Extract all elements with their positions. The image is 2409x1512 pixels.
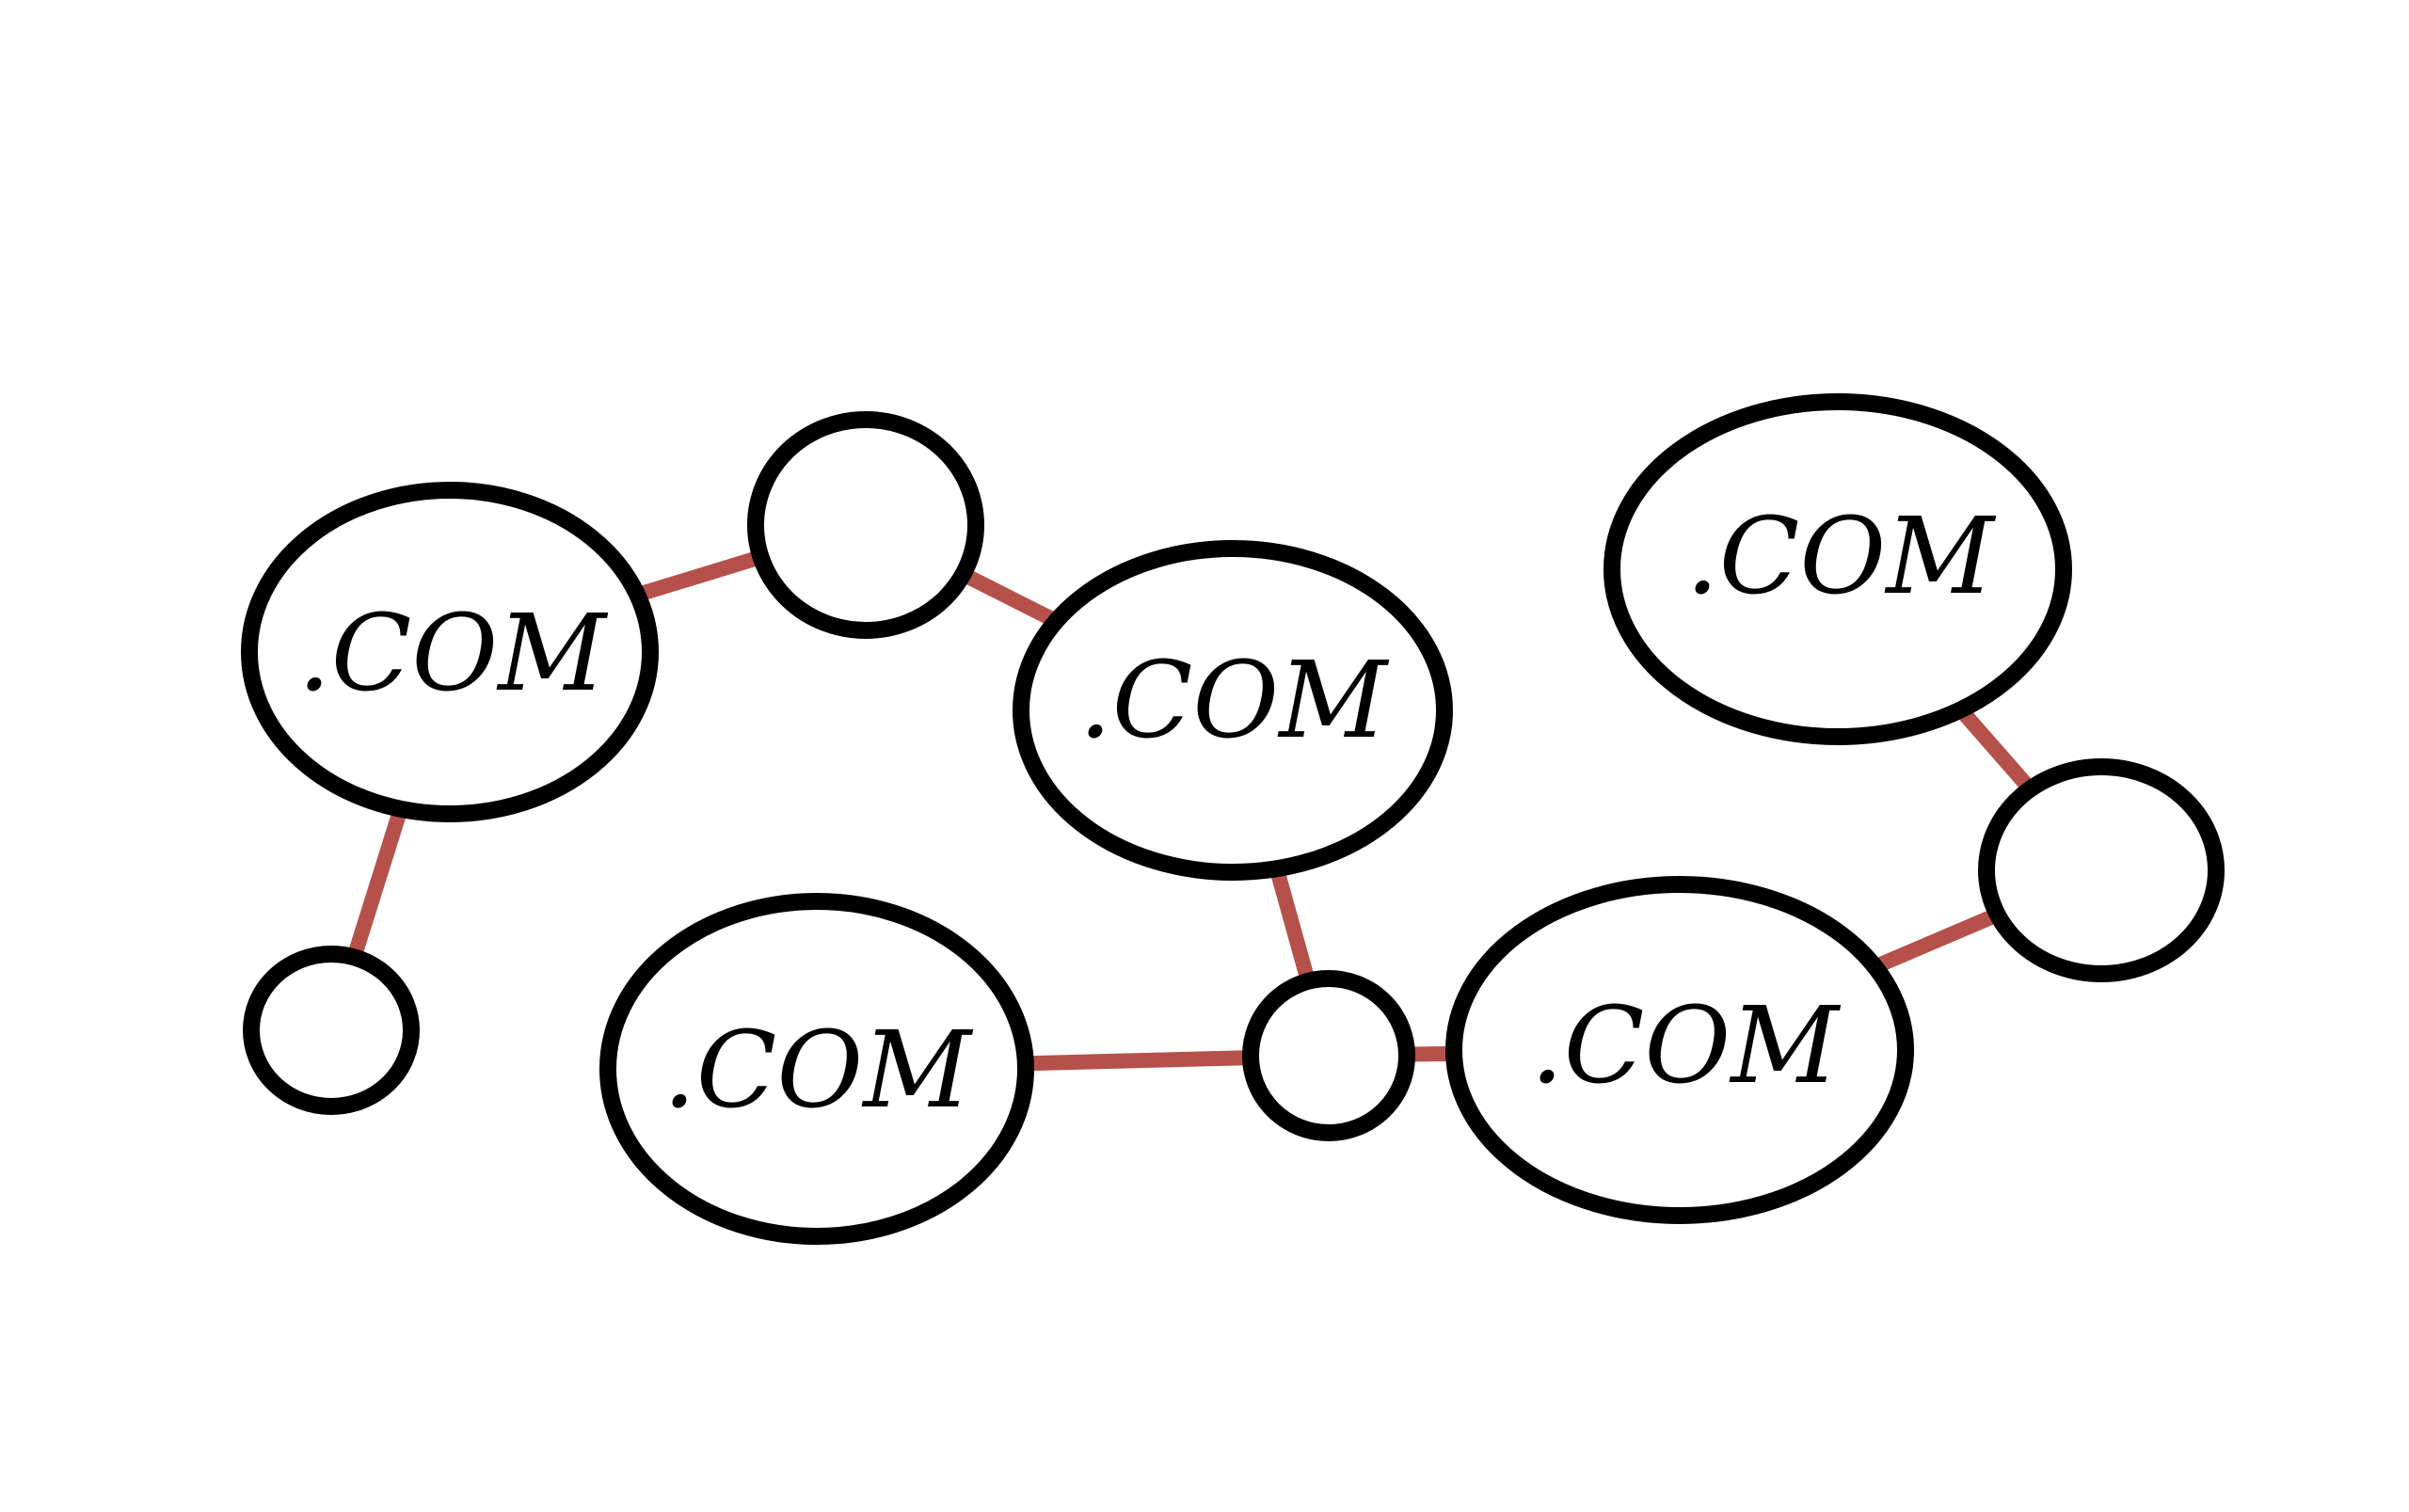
node-hub-right (1978, 758, 2225, 982)
node-com-left: .COM (241, 482, 659, 822)
node-label: .COM (297, 593, 608, 715)
node-outline (1013, 540, 1453, 881)
node-hub-left (243, 946, 420, 1115)
node-com-bottom-left: .COM (599, 893, 1034, 1245)
node-hub-top (747, 411, 984, 639)
node-label: .COM (1530, 985, 1841, 1107)
node-label: .COM (1078, 640, 1389, 762)
node-com-top-right: .COM (1603, 393, 2072, 745)
node-outline (1603, 393, 2072, 745)
node-outline (241, 482, 659, 822)
node-outline (1978, 758, 2225, 982)
node-outline (599, 893, 1034, 1245)
node-outline (1242, 970, 1415, 1141)
node-com-bottom-right: .COM (1445, 876, 1914, 1224)
node-com-center: .COM (1013, 540, 1453, 881)
node-outline (747, 411, 984, 639)
node-hub-middle (1242, 970, 1415, 1141)
node-label: .COM (1685, 496, 1996, 618)
node-outline (1445, 876, 1914, 1224)
node-outline (243, 946, 420, 1115)
node-label: .COM (662, 1010, 973, 1132)
